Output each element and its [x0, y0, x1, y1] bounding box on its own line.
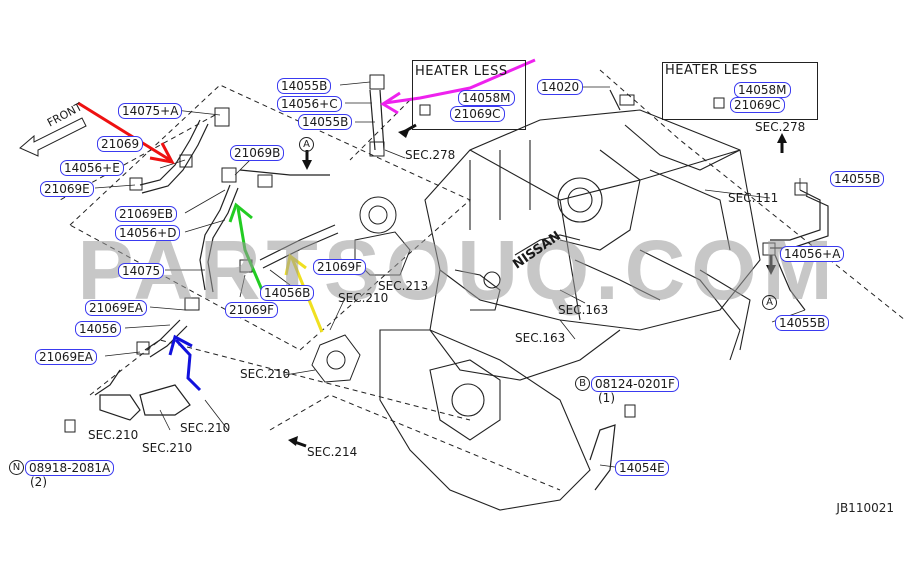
watermark: PARTSOUQ.COM	[77, 223, 839, 317]
part-14056-c[interactable]: 14056+C	[277, 96, 342, 112]
part-08918-2081a[interactable]: 08918-2081A	[25, 460, 115, 476]
magenta-arrow	[380, 58, 536, 115]
part-14055-b-top[interactable]: 14055B	[277, 78, 332, 94]
part-21069-ea-2[interactable]: 21069EA	[35, 349, 97, 365]
part-14056-a[interactable]: 14056+A	[780, 246, 845, 262]
sec-163-1[interactable]: SEC.163	[558, 303, 609, 317]
sec-278-1[interactable]: SEC.278	[405, 148, 456, 162]
callout-a-top: A	[299, 137, 314, 152]
part-21069-eb[interactable]: 21069EB	[115, 206, 177, 222]
callout-a-right: A	[762, 295, 777, 310]
qty-1: (1)	[598, 391, 615, 405]
sec-210-3[interactable]: SEC.210	[88, 428, 139, 442]
leader-lines	[94, 81, 806, 468]
qty-2: (2)	[30, 475, 47, 489]
part-21069-f-1[interactable]: 21069F	[313, 259, 367, 275]
part-21069-c-1[interactable]: 21069C	[450, 106, 505, 122]
green-arrow	[228, 202, 264, 291]
part-14055-b-mid[interactable]: 14055B	[298, 114, 353, 130]
sec-210-2[interactable]: SEC.210	[240, 367, 291, 381]
diagram-code: JB110021	[836, 501, 894, 515]
part-14056-e[interactable]: 14056+E	[60, 160, 124, 176]
heater-less-box-1	[412, 60, 526, 130]
part-21069-ea[interactable]: 21069EA	[85, 300, 147, 316]
part-21069-c-2[interactable]: 21069C	[730, 97, 785, 113]
blue-arrow	[168, 334, 202, 392]
clamps	[64, 74, 808, 433]
part-08124-0201f[interactable]: 08124-0201F	[591, 376, 679, 392]
part-14058-m-2[interactable]: 14058M	[734, 82, 791, 98]
part-14020[interactable]: 14020	[537, 79, 584, 95]
red-arrow	[77, 101, 175, 165]
part-14056-b[interactable]: 14056B	[260, 285, 315, 301]
callout-b: B	[575, 376, 590, 391]
heater-less-box-2	[662, 62, 818, 120]
part-21069-e[interactable]: 21069E	[40, 181, 94, 197]
part-21069-f-2[interactable]: 21069F	[225, 302, 279, 318]
part-14054-e[interactable]: 14054E	[615, 460, 669, 476]
sec-210-5[interactable]: SEC.210	[142, 441, 193, 455]
part-21069-b[interactable]: 21069B	[230, 145, 285, 161]
sec-111[interactable]: SEC.111	[728, 191, 779, 205]
sec-278-2[interactable]: SEC.278	[755, 120, 806, 134]
sec-210-4[interactable]: SEC.210	[180, 421, 231, 435]
part-14056[interactable]: 14056	[75, 321, 122, 337]
sec-210-1[interactable]: SEC.210	[338, 291, 389, 305]
part-14055-b-bottom[interactable]: 14055B	[775, 315, 830, 331]
part-14075[interactable]: 14075	[118, 263, 165, 279]
sec-214[interactable]: SEC.214	[307, 445, 358, 459]
heater-less-label-1: HEATER LESS	[415, 64, 508, 79]
heater-less-label-2: HEATER LESS	[665, 63, 758, 78]
front-arrow-icon	[19, 117, 87, 157]
sec-213[interactable]: SEC.213	[378, 279, 429, 293]
part-14055-b-right[interactable]: 14055B	[830, 171, 885, 187]
part-14058-m-1[interactable]: 14058M	[458, 90, 515, 106]
part-21069-top[interactable]: 21069	[97, 136, 144, 152]
part-14056-d[interactable]: 14056+D	[115, 225, 181, 241]
part-14075-a[interactable]: 14075+A	[118, 103, 183, 119]
callout-n: N	[9, 460, 24, 475]
engine-block	[379, 109, 761, 511]
sec-163-2[interactable]: SEC.163	[515, 331, 566, 345]
